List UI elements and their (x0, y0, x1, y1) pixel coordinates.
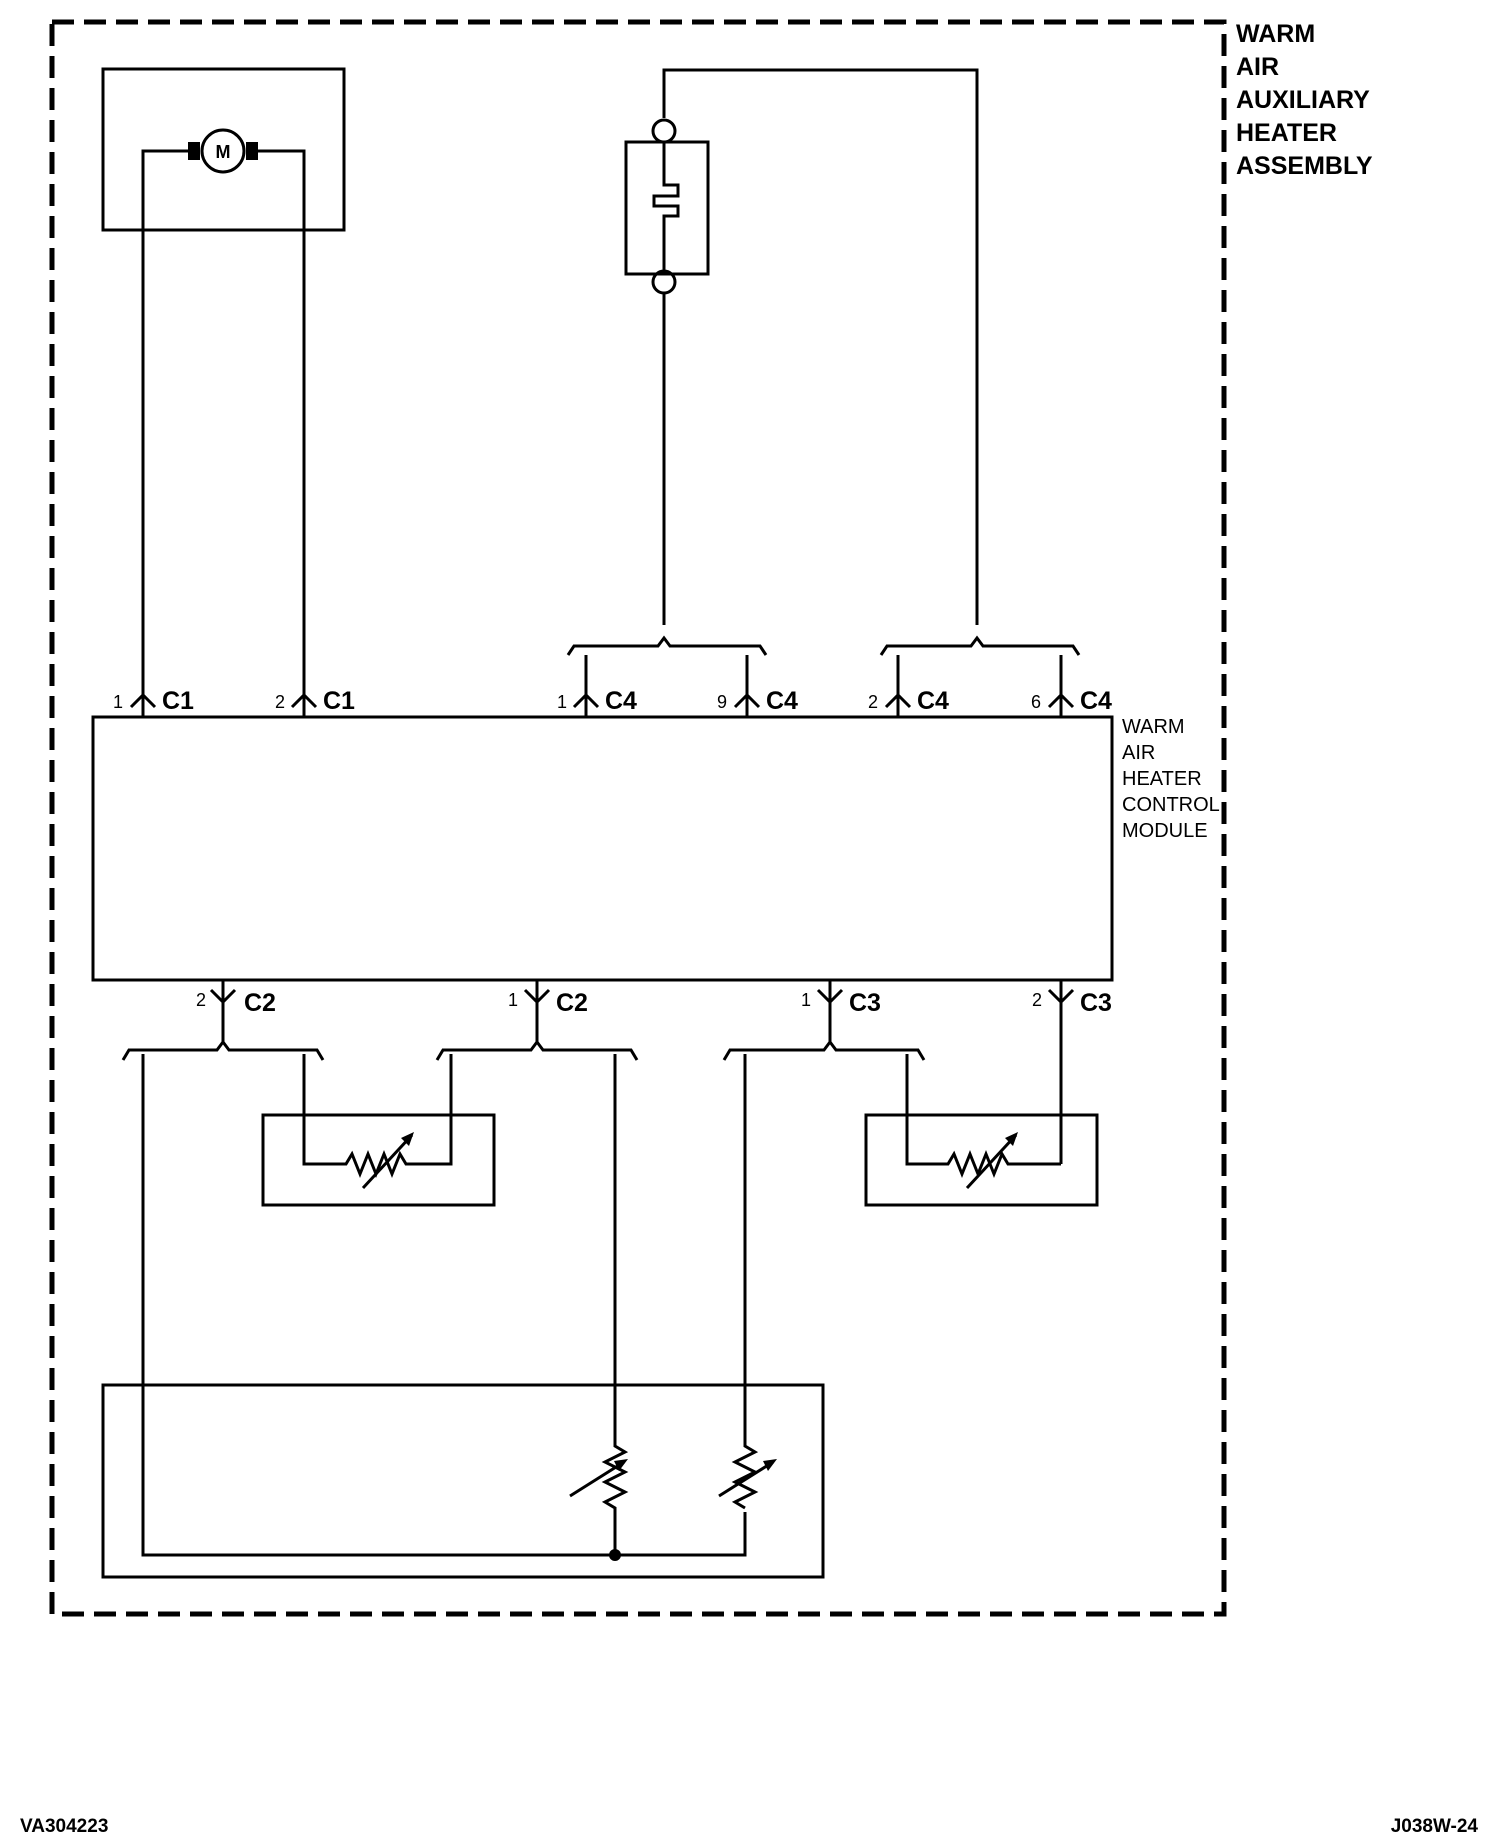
left-sensor-box (261, 1113, 496, 1207)
motor-wire-left (141, 149, 190, 695)
splice-node (609, 1549, 621, 1561)
c2-pin1-number: 1 (508, 990, 518, 1010)
c4-pin1-connector: C4 (605, 687, 637, 715)
right-sensor-wire (905, 1054, 1061, 1179)
c4-pin6-number: 6 (1031, 692, 1041, 712)
lower-right-wire (731, 1054, 759, 1510)
top-connector-symbols (129, 692, 1075, 717)
bracket-stems (221, 1030, 832, 1042)
c3-pin2-number: 2 (1032, 990, 1042, 1010)
auxiliary-heater-assembly-outline (49, 19, 1227, 1617)
motor-icon: M (188, 128, 258, 174)
fuse-terminal-top (651, 118, 677, 144)
assembly-label: WARM AIR AUXILIARY HEATER ASSEMBLY (1236, 20, 1373, 180)
lower-center-wire (601, 1054, 629, 1555)
c3-pin2-connector: C3 (1080, 989, 1112, 1017)
c2-pin2-bracket (121, 1039, 325, 1061)
lower-center-adjust-arrow (569, 1460, 625, 1498)
c4-pin2-number: 2 (868, 692, 878, 712)
c3-pin1-connector: C3 (849, 989, 881, 1017)
c4-pin1-number: 1 (557, 692, 567, 712)
top-connector-labels: 1 C1 2 C1 1 C4 9 C4 2 C4 6 C4 (113, 687, 1112, 715)
thermal-fuse-body (624, 140, 710, 276)
c2-pin2-number: 2 (196, 990, 206, 1010)
c4-pin9-connector: C4 (766, 687, 798, 715)
module-label-line-3: HEATER (1122, 768, 1202, 790)
control-module-label: WARM AIR HEATER CONTROL MODULE (1122, 716, 1220, 842)
c1-pin1-number: 1 (113, 692, 123, 712)
right-sensor-adjust-arrow (965, 1133, 1018, 1190)
lower-left-wire (141, 1054, 747, 1557)
blower-motor-housing (101, 67, 346, 232)
left-sensor-adjust-arrow (361, 1133, 414, 1190)
right-sensor-box (864, 1113, 1099, 1207)
module-label-line-1: WARM (1122, 716, 1185, 738)
module-label-line-4: CONTROL (1122, 794, 1220, 816)
c4-bracket-left (566, 635, 768, 656)
fuse-icon (652, 142, 680, 274)
bottom-connector-labels: 2 C2 1 C2 1 C3 2 C3 (196, 989, 1112, 1017)
assembly-label-line-1: WARM (1236, 20, 1315, 48)
lower-sensor-box (101, 1383, 825, 1579)
control-module-box (91, 715, 1114, 982)
motor-symbol: M (216, 142, 231, 162)
c2-pin1-bracket (435, 1039, 639, 1061)
fuse-wire-top (662, 68, 979, 625)
c4-pin2-connector: C4 (917, 687, 949, 715)
right-sensor-arrowhead (1005, 1132, 1018, 1146)
left-sensor-arrowhead (401, 1132, 414, 1146)
c1-pin2-number: 2 (275, 692, 285, 712)
c4-bracket-right (879, 635, 1081, 656)
bottom-connector-symbols (209, 980, 1075, 1164)
c3-pin1-number: 1 (801, 990, 811, 1010)
c4-pin6-connector: C4 (1080, 687, 1112, 715)
assembly-label-line-4: HEATER (1236, 119, 1337, 147)
assembly-label-line-2: AIR (1236, 53, 1279, 81)
c1-pin1-connector: C1 (162, 687, 194, 715)
c2-pin2-connector: C2 (244, 989, 276, 1017)
c4-pin9-number: 9 (717, 692, 727, 712)
lower-right-adjust-arrow (718, 1460, 774, 1498)
lower-right-arrowhead (763, 1459, 777, 1471)
diagram-code-right: J038W-24 (1391, 1816, 1479, 1837)
motor-wire-right (256, 149, 306, 695)
c1-pin2-connector: C1 (323, 687, 355, 715)
diagram-code-left: VA304223 (20, 1816, 108, 1837)
assembly-label-line-3: AUXILIARY (1236, 86, 1370, 114)
module-label-line-5: MODULE (1122, 820, 1208, 842)
c3-pin1-bracket (722, 1039, 926, 1061)
lower-center-arrowhead (614, 1459, 628, 1471)
module-label-line-2: AIR (1122, 742, 1155, 764)
assembly-label-line-5: ASSEMBLY (1236, 152, 1373, 180)
c2-pin1-connector: C2 (556, 989, 588, 1017)
